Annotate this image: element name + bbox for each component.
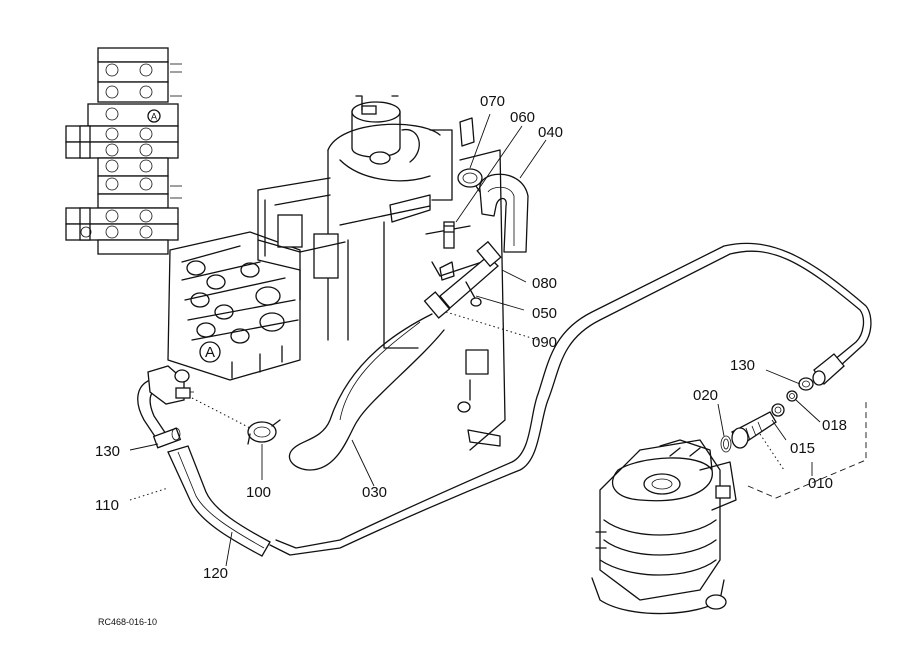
- label-090: 090: [532, 334, 557, 351]
- label-130-left: 130: [95, 443, 120, 460]
- reference-code: RC468-016-10: [98, 617, 157, 627]
- filler-cap: [339, 95, 475, 182]
- leader-lines: [129, 113, 821, 567]
- label-030: 030: [362, 484, 387, 501]
- tee-pipe-050: [423, 240, 502, 319]
- hose-030: [288, 313, 445, 471]
- valve-assembly: [167, 231, 301, 381]
- marker-a-valve: A: [205, 344, 215, 361]
- label-015: 015: [790, 440, 815, 457]
- part-labels: 070 060 040 080 050 090 130 110 120 100 …: [95, 93, 847, 582]
- label-020: 020: [693, 387, 718, 404]
- clamp-070: [457, 168, 483, 193]
- clamp-130-left: [152, 427, 182, 449]
- elbow-fitting: [147, 365, 194, 405]
- hose-040: [479, 173, 529, 253]
- fitting-015: [731, 403, 785, 449]
- label-018: 018: [822, 417, 847, 434]
- label-040: 040: [538, 124, 563, 141]
- assembly-bracket-010: [747, 400, 867, 499]
- return-pipe: [269, 242, 872, 556]
- label-070: 070: [480, 93, 505, 110]
- pipe-end: [812, 353, 845, 386]
- label-130-right: 130: [730, 357, 755, 374]
- control-valve-stack: A: [65, 47, 182, 255]
- o-ring-020: [720, 435, 732, 453]
- label-080: 080: [532, 275, 557, 292]
- label-010: 010: [808, 475, 833, 492]
- label-110: 110: [95, 497, 119, 514]
- hydraulic-pump: [591, 439, 737, 615]
- label-120: 120: [203, 565, 228, 582]
- clamp-100: [247, 419, 281, 445]
- bolt-060: [439, 221, 455, 281]
- hose-120: [167, 445, 271, 557]
- o-ring-018: [786, 390, 798, 402]
- marker-a-inset: A: [151, 112, 157, 122]
- clamp-130-right: [798, 377, 814, 391]
- label-060: 060: [510, 109, 535, 126]
- label-050: 050: [532, 305, 557, 322]
- label-100: 100: [246, 484, 271, 501]
